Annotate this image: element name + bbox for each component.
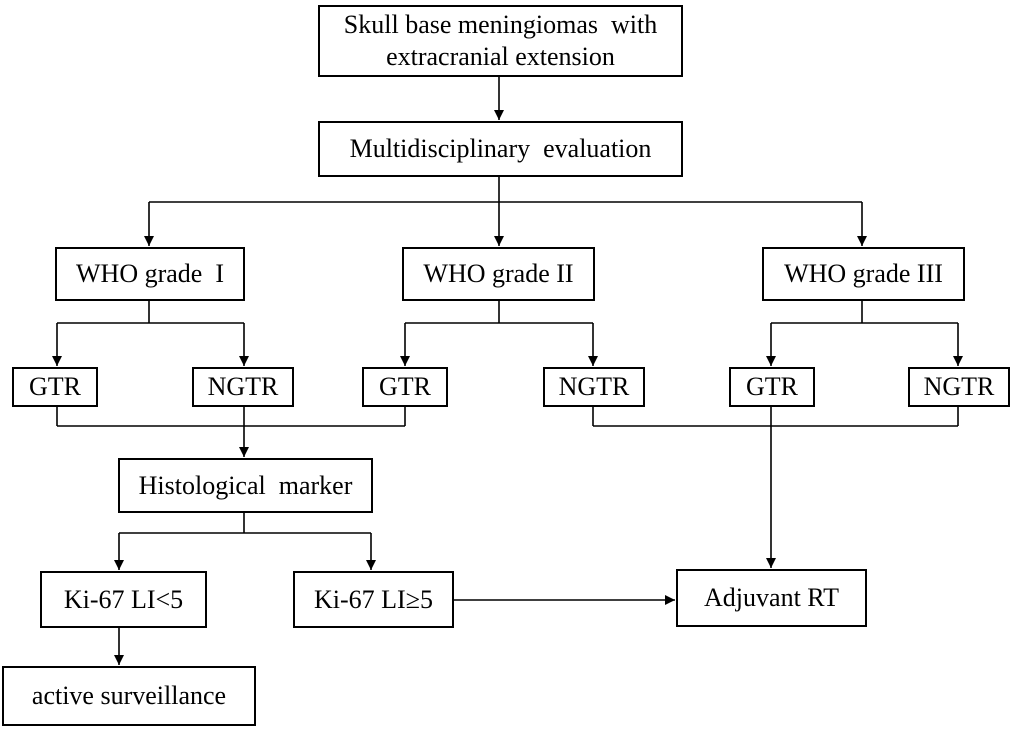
who-grade-2-node: WHO grade II — [402, 247, 595, 301]
grade-1-ngtr-node: NGTR — [192, 367, 294, 407]
adjuvant-rt-node: Adjuvant RT — [676, 569, 867, 627]
root-node: Skull base meningiomas with extracranial… — [318, 5, 683, 77]
evaluation-node: Multidisciplinary evaluation — [318, 121, 683, 177]
grade-2-gtr-node: GTR — [362, 367, 448, 407]
who-grade-1-node: WHO grade I — [55, 247, 245, 301]
histological-marker-node: Histological marker — [118, 458, 373, 513]
grade-3-gtr-node: GTR — [729, 367, 815, 407]
grade-2-ngtr-node: NGTR — [543, 367, 645, 407]
active-surveillance-node: active surveillance — [2, 666, 256, 726]
ki67-low-node: Ki-67 LI<5 — [40, 571, 207, 628]
who-grade-3-node: WHO grade III — [762, 247, 965, 301]
grade-1-gtr-node: GTR — [12, 367, 98, 407]
grade-3-ngtr-node: NGTR — [908, 367, 1010, 407]
ki67-high-node: Ki-67 LI≥5 — [293, 571, 454, 628]
